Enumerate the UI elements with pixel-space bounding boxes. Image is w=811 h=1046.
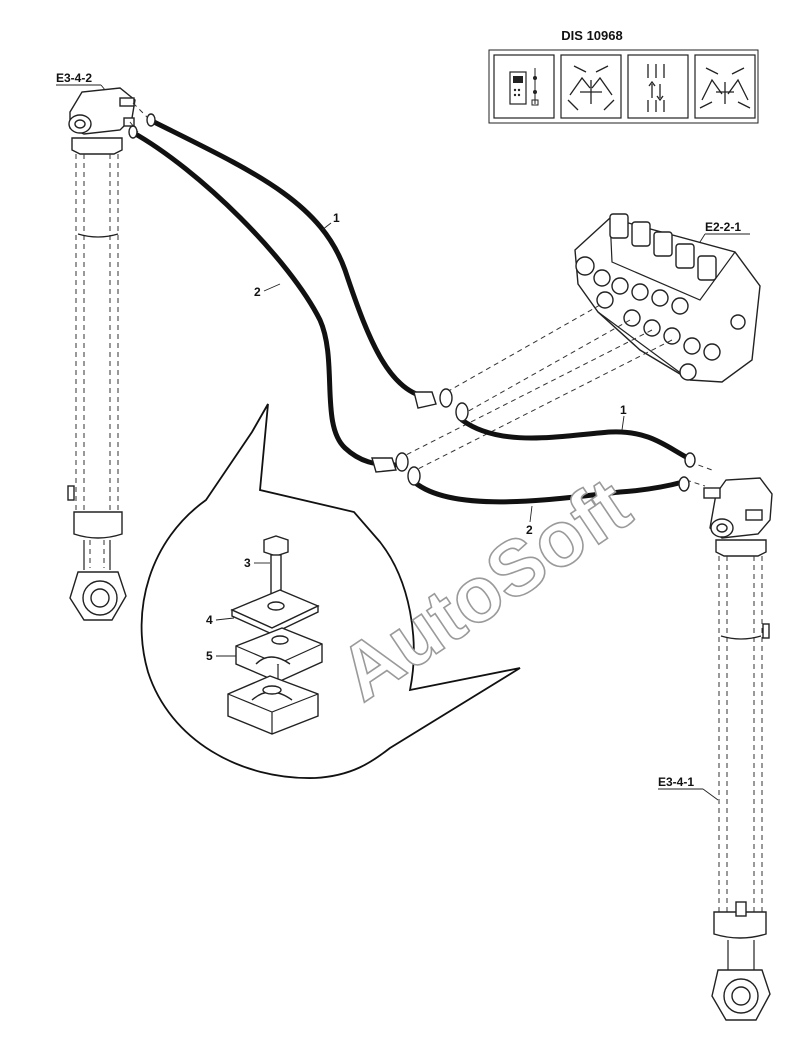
callout-bolt: 3 bbox=[244, 556, 251, 570]
callout-hose-2-bottom: 2 bbox=[526, 523, 533, 537]
left-cylinder bbox=[67, 87, 136, 621]
hose-2-lower bbox=[409, 477, 686, 505]
callout-clamp: 5 bbox=[206, 649, 213, 663]
control-panel-icon bbox=[509, 68, 539, 106]
hose-1-upper bbox=[147, 117, 433, 401]
valve-block bbox=[574, 213, 761, 383]
ref-right-leader bbox=[702, 788, 719, 801]
hoses bbox=[128, 113, 696, 505]
boom-arms-icon bbox=[567, 65, 615, 111]
pictogram-strip bbox=[488, 49, 759, 124]
doc-code: DIS 10968 bbox=[561, 28, 622, 43]
hose-2-upper bbox=[129, 129, 398, 468]
hose-1-lower bbox=[459, 417, 691, 461]
right-cylinder bbox=[703, 477, 773, 1021]
detail-bubble bbox=[140, 403, 521, 779]
bucket-arms-icon bbox=[699, 67, 751, 109]
ref-left-cylinder: E3-4-2 bbox=[56, 71, 92, 85]
callout-hose-1-bottom: 1 bbox=[620, 403, 627, 417]
callout-plate: 4 bbox=[206, 613, 213, 627]
ref-valve-block: E2-2-1 bbox=[705, 220, 741, 234]
plate bbox=[230, 589, 320, 635]
ref-right-cylinder: E3-4-1 bbox=[658, 775, 694, 789]
clamp bbox=[227, 627, 323, 735]
callout-hose-1-top: 1 bbox=[333, 211, 340, 225]
up-down-arrows-icon bbox=[647, 64, 665, 112]
callout-hose-2-top: 2 bbox=[254, 285, 261, 299]
connection-lines bbox=[129, 102, 713, 487]
